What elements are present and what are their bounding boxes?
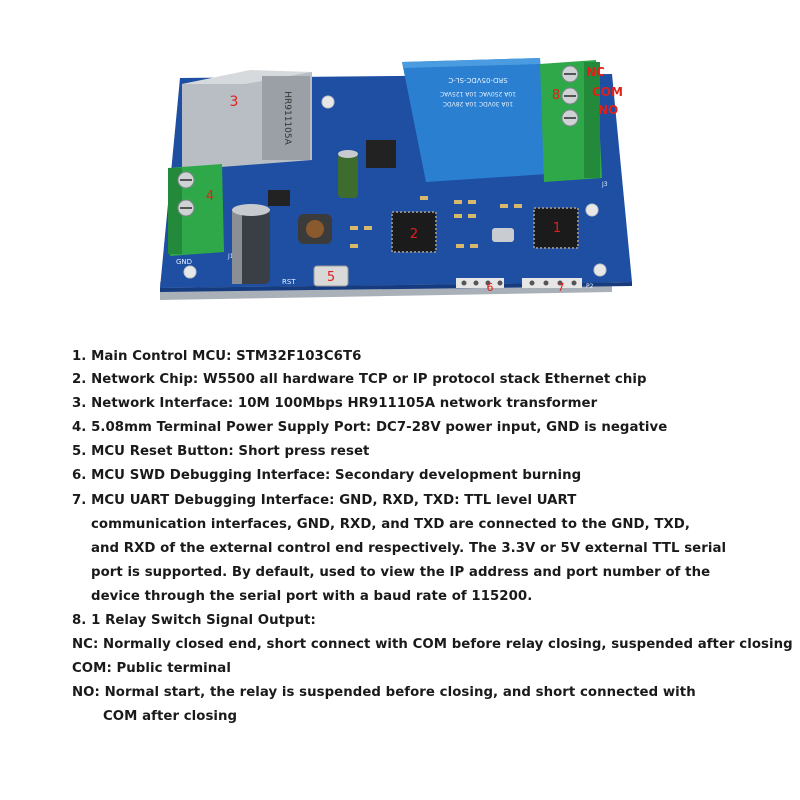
- j1-silk: J1: [227, 253, 234, 260]
- voltage-regulator: [366, 140, 396, 168]
- description-line: port is supported. By default, used to v…: [91, 565, 711, 580]
- mount-hole-icon: [585, 203, 599, 217]
- transformer-model-text: HR911105A: [282, 91, 292, 145]
- description-line: 4. 5.08mm Terminal Power Supply Port: DC…: [72, 420, 668, 435]
- description-line: 3. Network Interface: 10M 100Mbps HR9111…: [72, 396, 598, 411]
- relay: SRD-05VDC-SL-C 10A 250VAC 10A 125VAC 10A…: [402, 58, 548, 182]
- description-line: NO: Normal start, the relay is suspended…: [72, 685, 696, 700]
- pcb-edge: [160, 282, 632, 292]
- callout-7: 7: [558, 281, 565, 294]
- description-line: 2. Network Chip: W5500 all hardware TCP …: [72, 372, 647, 387]
- callout-3: 3: [230, 94, 239, 110]
- capacitor-small: [338, 150, 358, 198]
- description-line: device through the serial port with a ba…: [91, 589, 533, 604]
- mount-hole-icon: [593, 263, 607, 277]
- callout-6: 6: [487, 281, 494, 294]
- description-line: COM after closing: [103, 709, 238, 724]
- description-line: NC: Normally closed end, short connect w…: [72, 637, 793, 652]
- description-line: 1. Main Control MCU: STM32F103C6T6: [72, 349, 362, 364]
- reset-button: 5: [313, 265, 349, 287]
- nc-label: NC: [586, 65, 605, 79]
- description-line: 7. MCU UART Debugging Interface: GND, RX…: [72, 493, 577, 508]
- mount-hole-icon: [183, 265, 197, 279]
- description-line: 5. MCU Reset Button: Short press reset: [72, 444, 370, 459]
- mount-hole-icon: [321, 95, 335, 109]
- stm32-mcu-chip: 1: [533, 207, 579, 249]
- com-label: COM: [592, 85, 623, 99]
- relay-rating-text: 10A 30VDC 10A 28VDC: [443, 100, 513, 107]
- callout-4: 4: [206, 189, 214, 204]
- no-label: NO: [598, 103, 618, 117]
- description-line: 6. MCU SWD Debugging Interface: Secondar…: [72, 468, 582, 483]
- rj45-jack: HR911105A 3: [182, 70, 312, 170]
- callout-8: 8: [552, 88, 560, 103]
- crystal: [492, 228, 514, 242]
- callout-2: 2: [410, 227, 418, 242]
- inductor: [298, 214, 332, 244]
- rst-silk: RST: [282, 278, 296, 286]
- relay-terminal-block: 8: [540, 60, 602, 182]
- callout-5: 5: [327, 270, 335, 285]
- description-line: and RXD of the external control end resp…: [91, 541, 727, 556]
- power-terminal-block: 4: [168, 164, 224, 256]
- swd-header: 6: [456, 278, 504, 294]
- description-line: COM: Public terminal: [72, 661, 231, 676]
- uart-header: 7: [522, 278, 582, 294]
- diode: [268, 190, 290, 206]
- product-photo: HR911105A 3 SRD-05VDC-SL-C 10A 250VAC 10…: [160, 58, 632, 300]
- smd-components: [350, 196, 522, 248]
- callout-1: 1: [553, 221, 561, 236]
- p2-silk: P2: [586, 283, 594, 290]
- j3-silk: J3: [601, 181, 608, 188]
- description-line: communication interfaces, GND, RXD, and …: [91, 517, 690, 532]
- relay-rating-text: 10A 250VAC 10A 125VAC: [440, 90, 516, 97]
- gnd-silk: GND: [176, 258, 192, 266]
- w5500-chip: 2: [391, 211, 437, 253]
- description-line: 8. 1 Relay Switch Signal Output:: [72, 613, 316, 628]
- capacitor-large: [232, 204, 270, 284]
- relay-model-text: SRD-05VDC-SL-C: [448, 76, 507, 84]
